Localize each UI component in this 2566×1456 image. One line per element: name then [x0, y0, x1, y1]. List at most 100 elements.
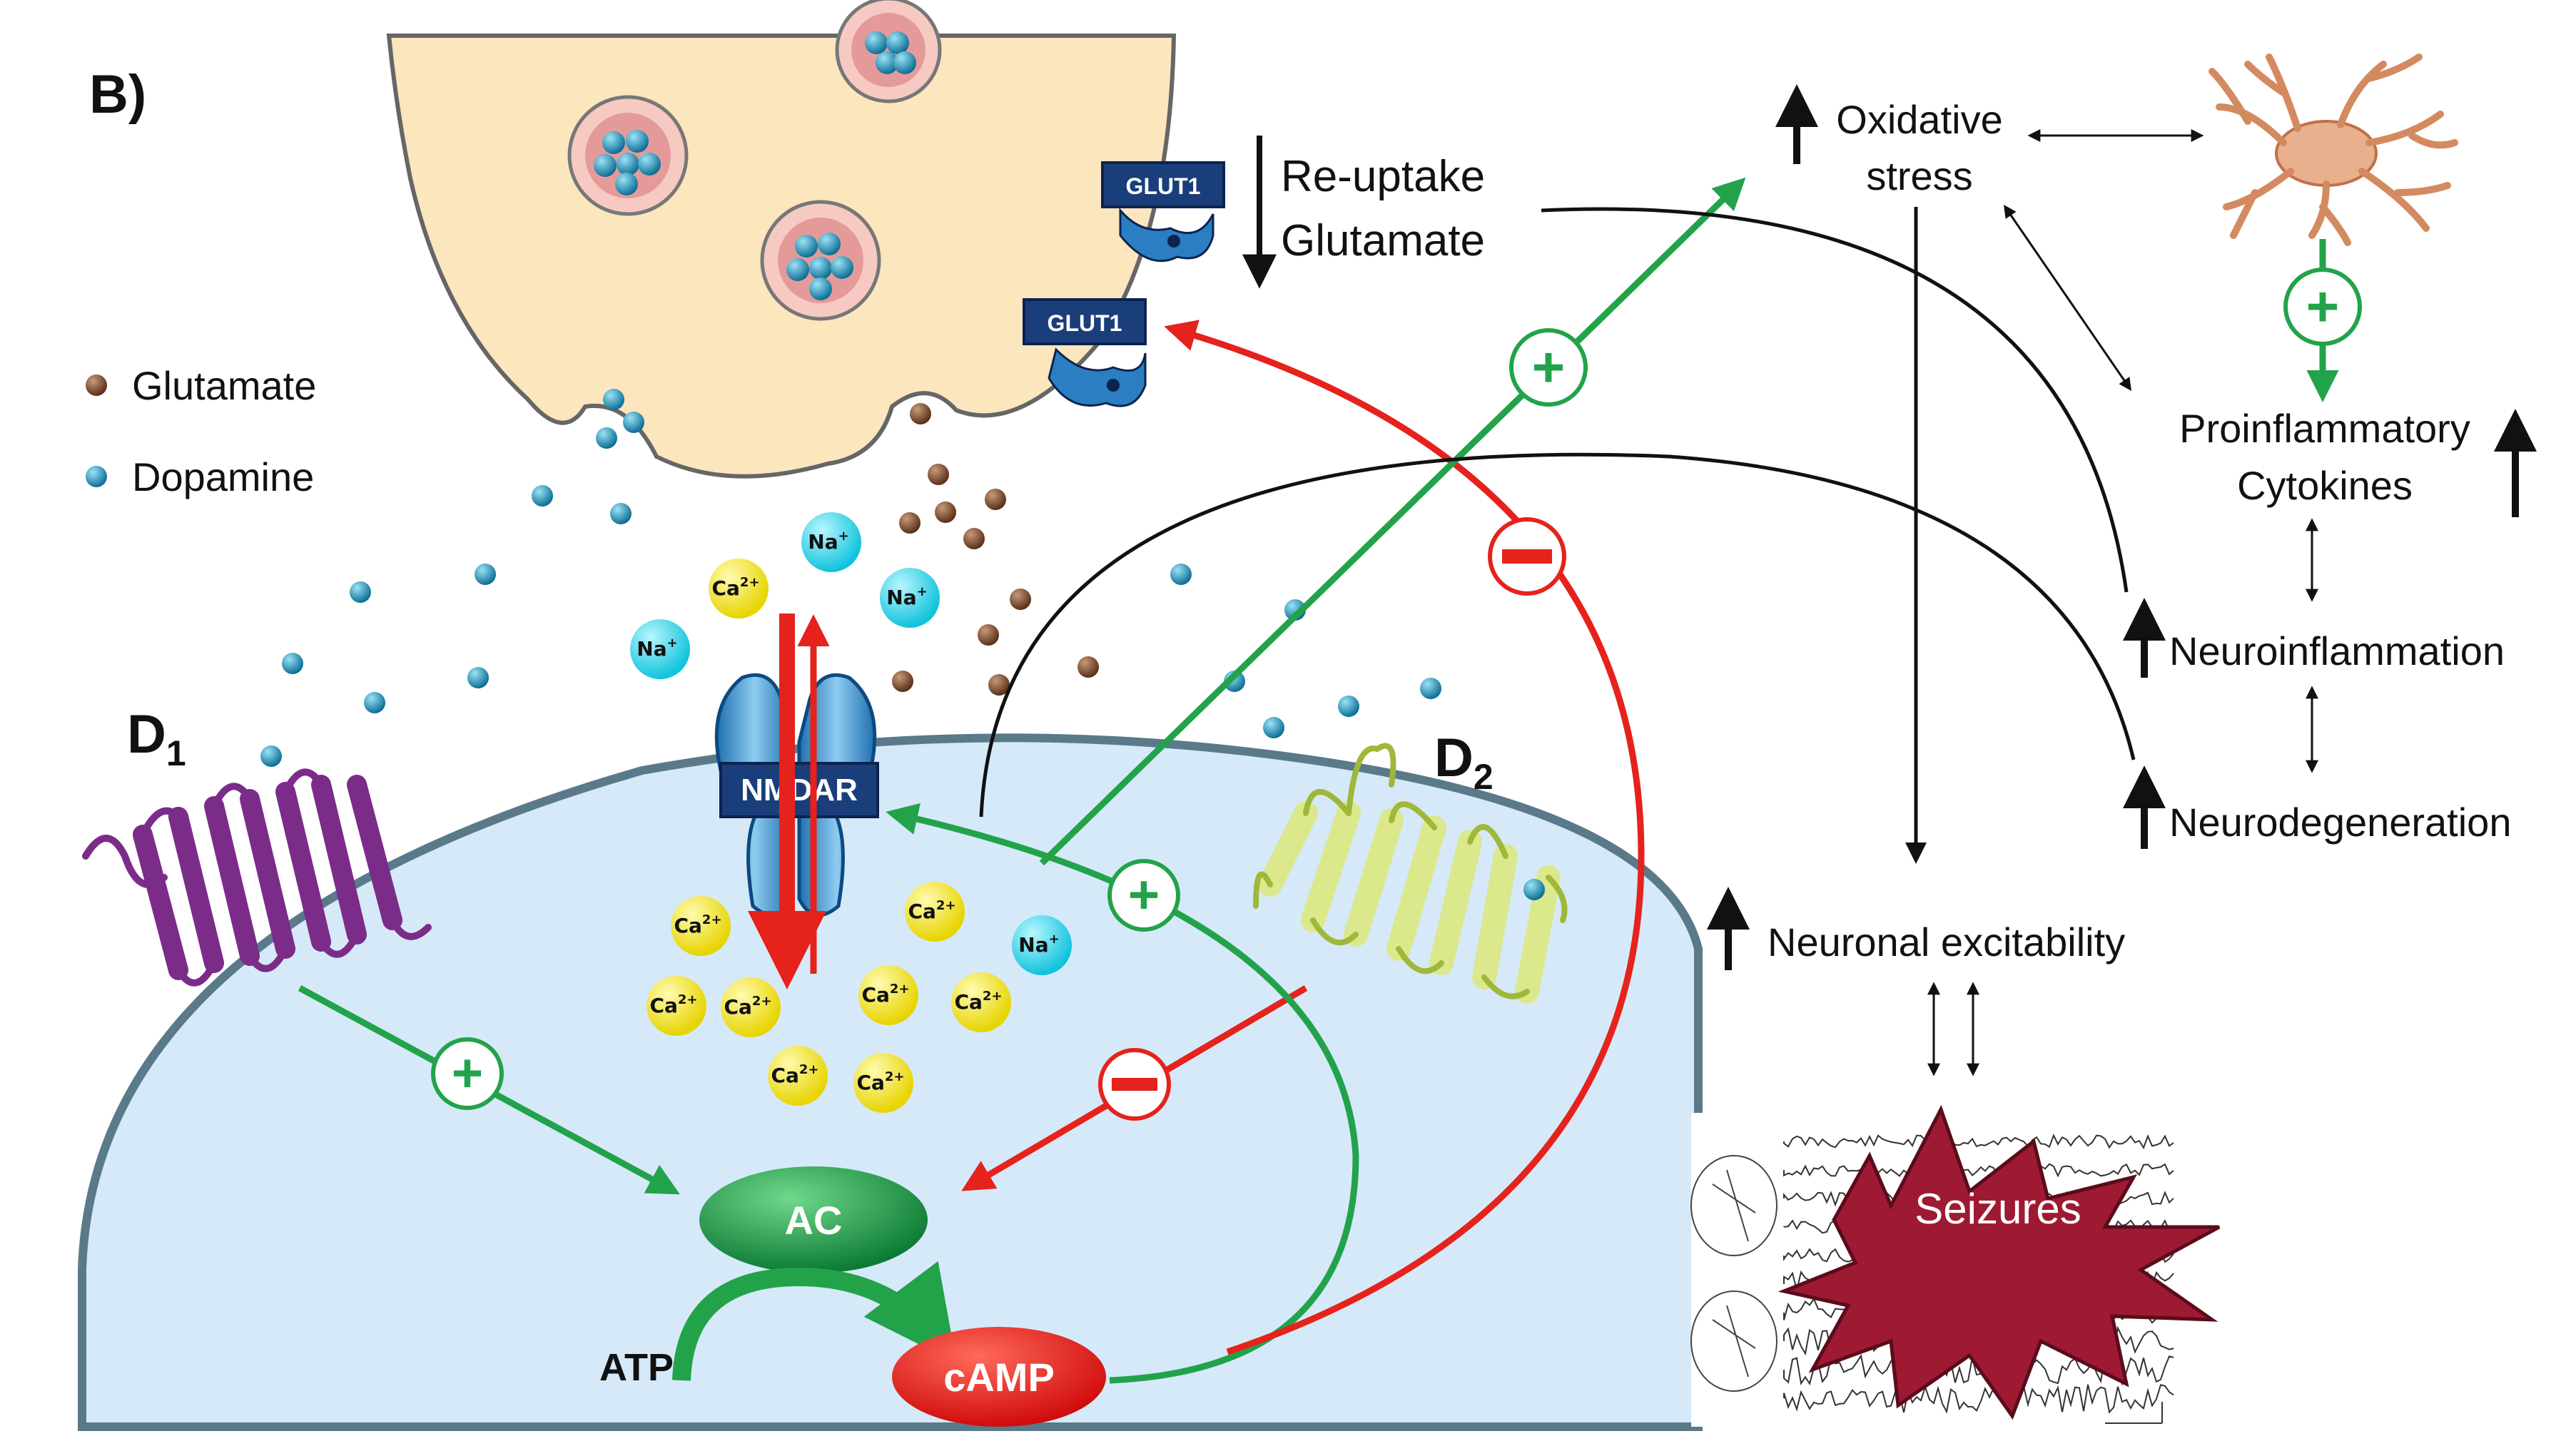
d1-receptor: [82, 768, 432, 987]
d2-label: D2: [1434, 728, 1494, 797]
released-glutamate: [910, 403, 931, 424]
camp: [892, 1327, 1106, 1427]
svg-text:+: +: [452, 1043, 483, 1104]
camp-glut1-minus-sign: [1488, 517, 1566, 596]
camp-label: cAMP: [943, 1355, 1055, 1400]
calcium-ion: Ca2+: [671, 896, 731, 956]
ions: Na+ Ca2+ Na+ Na+ Ca2+ Ca2+ Na+ Ca2+ Ca2+ Ca2+ Ca2+…: [630, 512, 1072, 1113]
glut1-transporter-bottom: GLUT1: [1023, 298, 1147, 407]
sodium-ion-label: Na+: [886, 584, 927, 609]
calcium-ion: Ca2+: [858, 965, 918, 1025]
dopamine-molecule: [610, 503, 632, 524]
glut1-top-label: GLUT1: [1126, 173, 1201, 199]
sodium-ion: Na+: [1012, 915, 1072, 975]
glutamate-molecule: [1010, 589, 1031, 610]
glutamate-molecule: [1077, 656, 1099, 678]
sodium-ion: Na+: [880, 568, 940, 628]
glut1-bottom-label: GLUT1: [1048, 310, 1122, 336]
neurodegeneration-label: Neurodegeneration: [2169, 800, 2511, 845]
microglia-cell: [2209, 54, 2458, 246]
d1-label: D1: [127, 704, 186, 773]
dopamine-molecule: [475, 564, 496, 585]
d2-bound-dopamine: [1523, 879, 1545, 900]
legend-glutamate-label: Glutamate: [132, 363, 316, 408]
dopamine-molecule: [1420, 678, 1441, 699]
glutamate-molecule: [988, 674, 1010, 696]
calcium-ion: Ca2+: [709, 559, 769, 618]
dopamine-molecule: [350, 581, 371, 603]
seizures-burst: [1778, 1104, 2221, 1420]
legend-glutamate-dot: [86, 375, 107, 396]
dopamine-molecule: [1224, 671, 1245, 692]
camp-nmdar-plus-sign: +: [1107, 859, 1180, 932]
dopamine-molecule: [467, 667, 489, 688]
synaptic-vesicle: [567, 95, 689, 216]
calcium-to-neurodegeneration-curve: [979, 452, 2136, 818]
glut1-transporter-top: GLUT1: [1101, 161, 1225, 263]
oxidative-line2: stress: [1866, 153, 1972, 198]
ac-label: AC: [785, 1198, 843, 1243]
calcium-ion: Ca2+: [951, 972, 1011, 1032]
released-dopamine: [596, 389, 644, 449]
reuptake-line1: Re-uptake: [1281, 152, 1485, 201]
legend-dopamine-label: Dopamine: [132, 454, 314, 499]
glutamate-to-neuroinflammation-curve: [1541, 207, 2129, 593]
glutamate-molecule: [985, 489, 1006, 510]
calcium-ion-label: Ca2+: [771, 1062, 818, 1087]
neuroinflammation-label: Neuroinflammation: [2169, 628, 2505, 673]
glutamate-molecules: [892, 464, 1099, 696]
sodium-ion: Na+: [801, 512, 861, 572]
synaptic-vesicle: [835, 0, 942, 103]
dopamine-molecule: [1263, 717, 1284, 738]
sodium-ion-label: Na+: [637, 636, 677, 661]
glutamate-molecule: [935, 502, 956, 523]
reuptake-line2: Glutamate: [1281, 216, 1485, 265]
dopamine-molecule: [282, 653, 303, 674]
glutamate-molecule: [928, 464, 949, 485]
atp-to-camp-arrow: [672, 1261, 957, 1381]
d1-plus-sign: +: [431, 1037, 504, 1110]
calcium-ion-label: Ca2+: [674, 912, 721, 937]
dopamine-molecule: [364, 692, 385, 713]
dopamine-molecule: [260, 745, 282, 767]
sodium-ion: Na+: [630, 619, 690, 679]
oxidative-line1: Oxidative: [1836, 97, 2002, 142]
calcium-ion: Ca2+: [853, 1053, 913, 1113]
panel-label: B): [89, 64, 146, 125]
nmdar-receptor: NMDAR: [714, 673, 879, 917]
svg-text:+: +: [1128, 865, 1160, 925]
cytokines-line1: Proinflammatory: [2179, 406, 2470, 451]
dopamine-molecule: [532, 485, 553, 506]
svg-text:+: +: [2306, 275, 2340, 338]
microglia-plus-sign: +: [2283, 268, 2362, 346]
oxidative-plus-sign: +: [1509, 328, 1588, 407]
dopamine-molecule: [1170, 564, 1192, 585]
seizures-label: Seizures: [1915, 1185, 2081, 1233]
calcium-ion-label: Ca2+: [649, 992, 697, 1017]
glutamate-molecule: [978, 624, 999, 646]
calcium-ion: Ca2+: [905, 882, 965, 942]
nmdar-label: NMDAR: [741, 773, 858, 808]
calcium-ion-label: Ca2+: [856, 1069, 904, 1094]
d2-minus-sign: [1098, 1048, 1171, 1121]
atp-label: ATP: [599, 1346, 674, 1389]
calcium-ion-label: Ca2+: [908, 898, 955, 923]
svg-text:+: +: [1532, 335, 1566, 399]
calcium-to-oxidative-arrow: [1039, 177, 1746, 866]
calcium-ion: Ca2+: [721, 977, 781, 1037]
calcium-ion-label: Ca2+: [711, 575, 759, 600]
calcium-ion-label: Ca2+: [724, 994, 771, 1019]
calcium-ion: Ca2+: [646, 976, 706, 1036]
excitability-label: Neuronal excitability: [1768, 920, 2125, 964]
sodium-ion-label: Na+: [1018, 932, 1059, 957]
calcium-ion-label: Ca2+: [861, 982, 909, 1007]
glutamate-molecule: [892, 671, 913, 692]
glutamate-molecule: [899, 512, 921, 534]
legend-dopamine-dot: [86, 466, 107, 487]
calcium-ion: Ca2+: [768, 1046, 828, 1106]
oxidative-cytokines-arrow: [2003, 205, 2132, 391]
dopamine-molecule: [1338, 696, 1359, 717]
calcium-ion-label: Ca2+: [954, 989, 1002, 1014]
